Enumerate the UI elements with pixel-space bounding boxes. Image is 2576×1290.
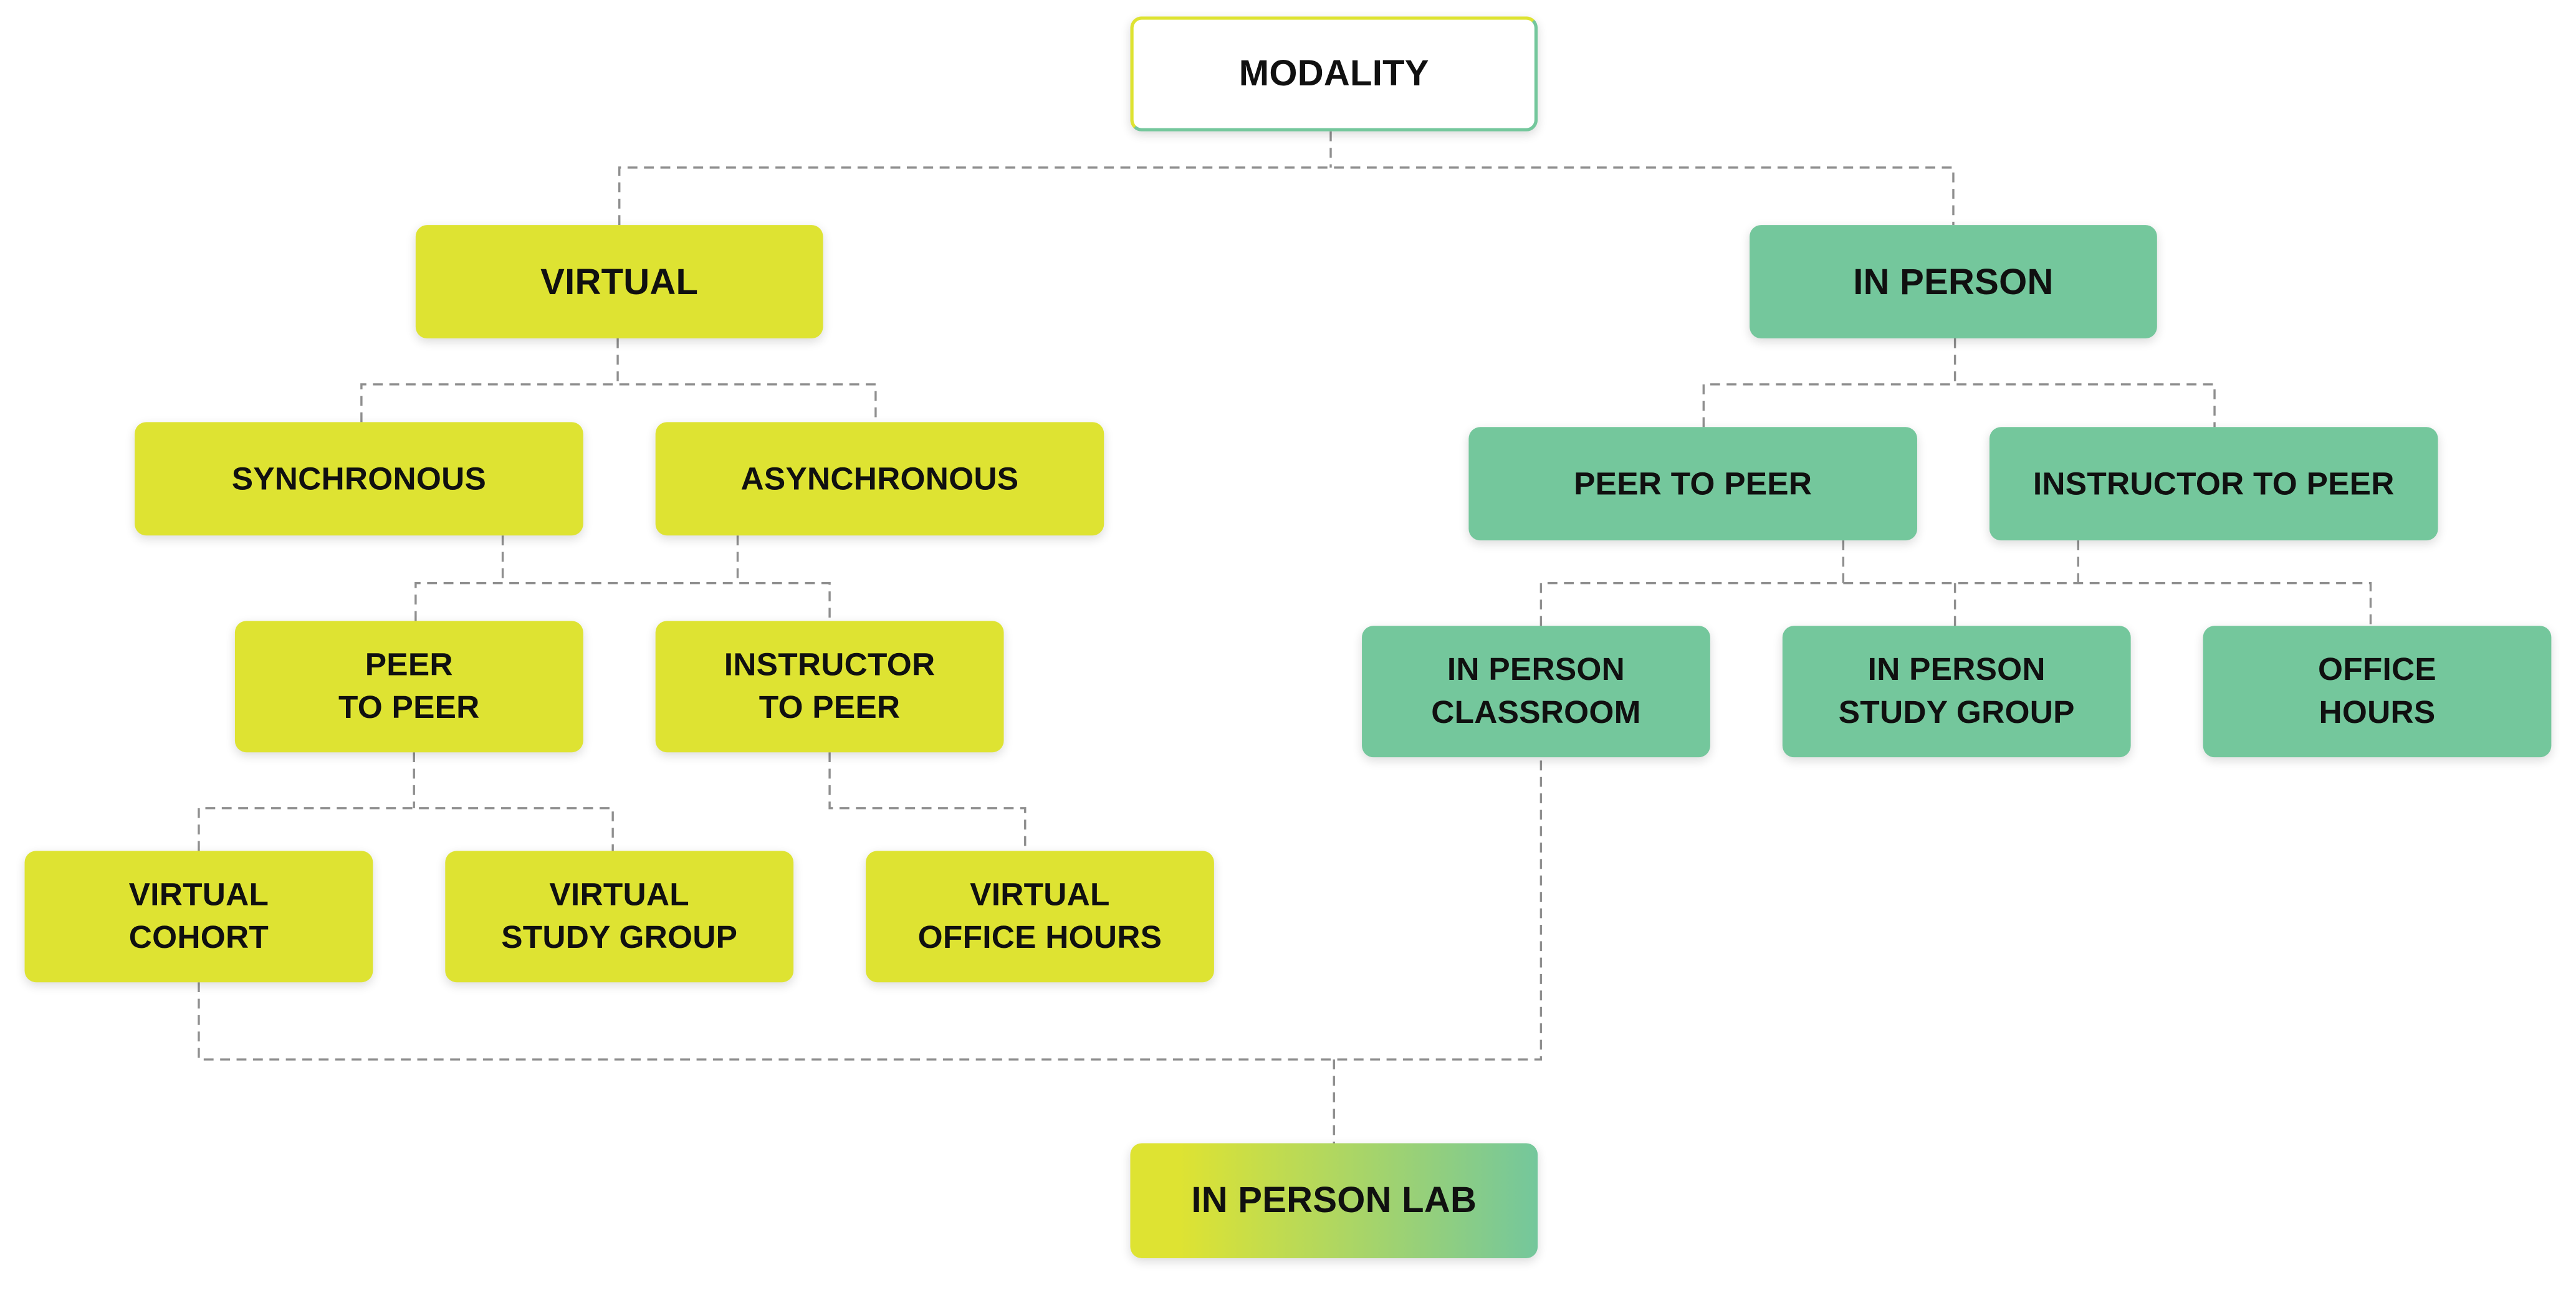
node-in-person: IN PERSON	[1750, 225, 2157, 338]
node-in-person-peer-to-peer: PEER TO PEER	[1468, 427, 1917, 541]
connector-in-person-children	[1702, 338, 2216, 428]
node-virtual-study-group: VIRTUAL STUDY GROUP	[445, 851, 794, 983]
connector-modality-children	[618, 131, 1955, 226]
node-modality: MODALITY	[1130, 16, 1538, 131]
node-in-person-lab: IN PERSON LAB	[1130, 1143, 1538, 1259]
connector-peer-children	[198, 752, 614, 851]
node-virtual-instructor-to-peer: INSTRUCTOR TO PEER	[655, 621, 1004, 753]
connector-sync-async-children	[414, 535, 831, 621]
node-asynchronous: ASYNCHRONOUS	[655, 422, 1104, 536]
node-office-hours: OFFICE HOURS	[2203, 626, 2552, 758]
connector-in-person-modes-children	[1539, 540, 2372, 626]
node-virtual-peer-to-peer: PEER TO PEER	[234, 621, 583, 753]
node-in-person-classroom: IN PERSON CLASSROOM	[1362, 626, 1710, 758]
connector-instructor-children	[828, 752, 1027, 851]
node-virtual-office-hours: VIRTUAL OFFICE HOURS	[866, 851, 1214, 983]
connector-virtual-children	[360, 338, 877, 423]
node-in-person-study-group: IN PERSON STUDY GROUP	[1782, 626, 2131, 758]
node-in-person-instructor-to-peer: INSTRUCTOR TO PEER	[1989, 427, 2438, 541]
node-virtual-cohort: VIRTUAL COHORT	[24, 851, 373, 983]
node-synchronous: SYNCHRONOUS	[135, 422, 583, 536]
node-virtual: VIRTUAL	[415, 225, 823, 338]
